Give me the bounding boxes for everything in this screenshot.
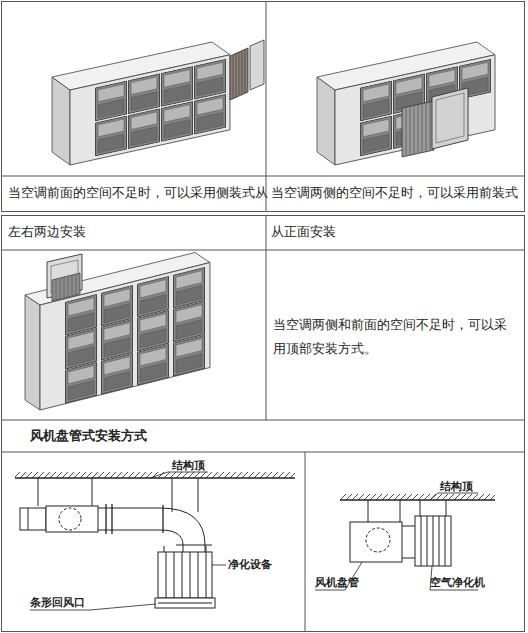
cell-text: 当空调两侧和前面的空间不足时，可以采用顶部安装方式。 (273, 313, 518, 361)
ahu-front-install-part (402, 101, 434, 157)
fan-coil-duct-drawing-part (176, 545, 212, 552)
ahu-side-install-part (233, 49, 245, 99)
ahu-top-install-part-part (138, 344, 169, 385)
callout-label: 结构顶 (172, 459, 205, 472)
fan-coil-duct-drawing-part (158, 552, 212, 598)
fan-coil-purifier-drawing (315, 493, 495, 590)
ahu-top-install-part-part (138, 310, 169, 351)
cell-text: 左右两边安装 (8, 224, 86, 239)
ahu-front-install-part (432, 88, 468, 149)
ahu-top-install-part-part (40, 263, 210, 411)
fan-coil-purifier-drawing-part (402, 526, 415, 558)
ahu-top-install (25, 253, 210, 411)
ahu-top-install-part-part (66, 294, 97, 335)
fan-coil-duct-drawing-part (164, 546, 206, 552)
ahu-top-install-part (25, 295, 40, 410)
table-frame-part (2, 216, 525, 632)
callout-label: 净化设备 (228, 558, 272, 571)
table-frame-part (305, 452, 306, 632)
table-frame-part (2, 452, 525, 453)
fan-coil-duct-drawing-part (150, 472, 168, 478)
fan-coil-duct-drawing-part (166, 552, 206, 598)
cell-text: 当空调两侧的空间不足时，可以采用前装式 (271, 185, 518, 200)
ahu-top-install-part (40, 263, 210, 411)
ahu-side-install-part-part (129, 74, 160, 114)
fan-coil-duct-drawing-part (155, 598, 215, 608)
callout-label: 空气净化机 (430, 576, 485, 589)
ahu-top-install-part-part (102, 319, 133, 360)
fan-coil-duct-drawing-part (28, 508, 29, 530)
fan-coil-duct-drawing-part (160, 508, 205, 545)
callout-label: 风机盘管 (315, 576, 359, 589)
fan-coil-duct-drawing-part (106, 504, 112, 534)
callout-label: 条形回风口 (30, 596, 85, 609)
ahu-front-install-part-part (361, 116, 392, 156)
ahu-side-install-part (230, 48, 248, 100)
ahu-side-install-part-part (96, 81, 127, 121)
fan-coil-duct-drawing-part (168, 472, 208, 473)
fan-coil-duct-drawing-part (20, 508, 46, 530)
table-frame-part (266, 216, 267, 421)
fan-coil-duct-drawing-part (212, 565, 226, 566)
fan-coil-duct-drawing-part (59, 508, 81, 530)
table-frame-part (266, 2, 267, 212)
fan-coil-purifier-drawing-part (430, 493, 478, 500)
ahu-front-install-part (406, 101, 430, 156)
ahu-top-install-part (56, 274, 76, 300)
ahu-side-install-part-part (96, 116, 127, 156)
ahu-side-install-part-part (195, 59, 226, 99)
ahu-front-install-part (335, 55, 495, 165)
ahu-top-install-part-part (102, 353, 133, 394)
fan-coil-purifier-drawing-part (421, 516, 445, 566)
ahu-side-install-part (70, 55, 230, 165)
fan-coil-duct-drawing-part (46, 506, 98, 532)
table-frame-part (2, 420, 525, 421)
ahu-side-install-part-part (195, 94, 226, 134)
ahu-top-install-part-part (174, 301, 205, 342)
cell-text: 从正面安装 (271, 224, 336, 239)
table-frame-part (2, 2, 525, 212)
cell-text: 当空调前面的空间不足时，可以采用侧装式从 (8, 185, 268, 200)
fan-coil-duct-drawing-part (158, 603, 212, 604)
fan-coil-purifier-drawing-part (350, 522, 402, 562)
fan-coil-purifier-drawing-part (340, 494, 495, 500)
ahu-top-install-part-part (102, 285, 133, 326)
fan-coil-purifier-drawing-part (340, 499, 495, 500)
table-frame-part (2, 176, 525, 177)
fan-coil-purifier-drawing-part (315, 562, 362, 590)
ahu-side-install-part-part (70, 55, 230, 165)
section-heading: 风机盘管式安装方式 (30, 428, 147, 444)
ahu-top-install-part-part (174, 267, 205, 308)
fan-coil-duct-drawing-part (162, 505, 163, 533)
ahu-top-install-part-part (138, 276, 169, 317)
fan-coil-duct-drawing-part (15, 477, 295, 478)
fan-coil-duct-drawing-part (98, 508, 160, 530)
fan-coil-duct-drawing (15, 472, 295, 610)
ahu-side-install-part (52, 77, 70, 165)
ahu-side-install-part-part (162, 102, 193, 142)
ahu-front-install-part-part (335, 55, 495, 165)
fan-coil-purifier-drawing-part (415, 516, 451, 566)
ahu-front-install-part (317, 77, 335, 165)
ahu-top-install-part (52, 273, 80, 301)
ahu-side-install-part (250, 40, 264, 90)
ahu-side-install-part-part (162, 67, 193, 107)
ahu-front-install-part-part (361, 81, 392, 121)
ahu-top-install-part-part (66, 328, 97, 369)
table-frame-part (2, 250, 525, 251)
fan-coil-purifier-drawing-part (366, 528, 390, 552)
fan-coil-duct-drawing-part (15, 472, 295, 478)
ahu-front-install (317, 42, 495, 165)
ahu-side-install-part-part (129, 109, 160, 149)
ahu-front-install-part (436, 93, 464, 143)
ahu-top-install-part-part (66, 362, 97, 403)
callout-label: 结构顶 (440, 480, 473, 493)
ahu-side-install (52, 40, 264, 165)
ahu-top-install-part-part (174, 335, 205, 376)
